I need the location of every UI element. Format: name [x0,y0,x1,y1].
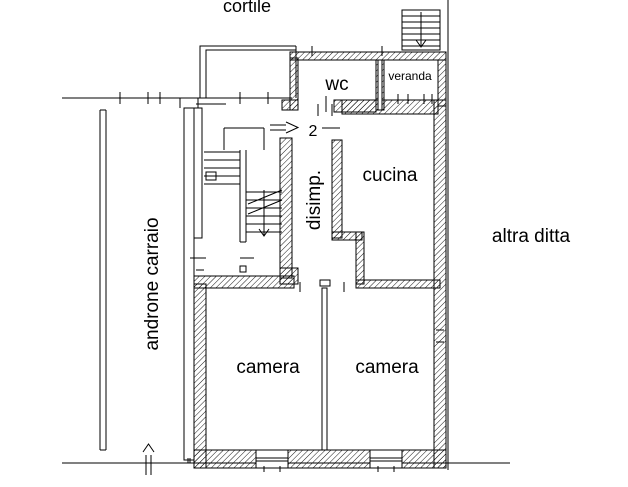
partitions [321,59,383,451]
courtyard-stair [401,9,441,51]
boundary-ticks [119,92,269,104]
room-right-label: camera [355,357,419,378]
bearing-walls [193,51,447,469]
courtyard-annex [199,45,297,98]
landing-label: disimp. [304,170,325,230]
veranda-label: veranda [388,69,432,83]
room-left-label: camera [236,357,300,378]
neighbour-label: altra ditta [492,226,571,247]
wc-label: wc [324,74,348,95]
courtyard-label: cortile [223,0,271,16]
stair-number: 2 [309,123,318,140]
entry-arrow [270,121,340,134]
driveway-walls [99,98,199,475]
kitchen-label: cucina [363,165,418,186]
driveway-label: androne carraio [142,217,163,350]
stairwell [190,97,283,273]
openings [255,46,444,472]
